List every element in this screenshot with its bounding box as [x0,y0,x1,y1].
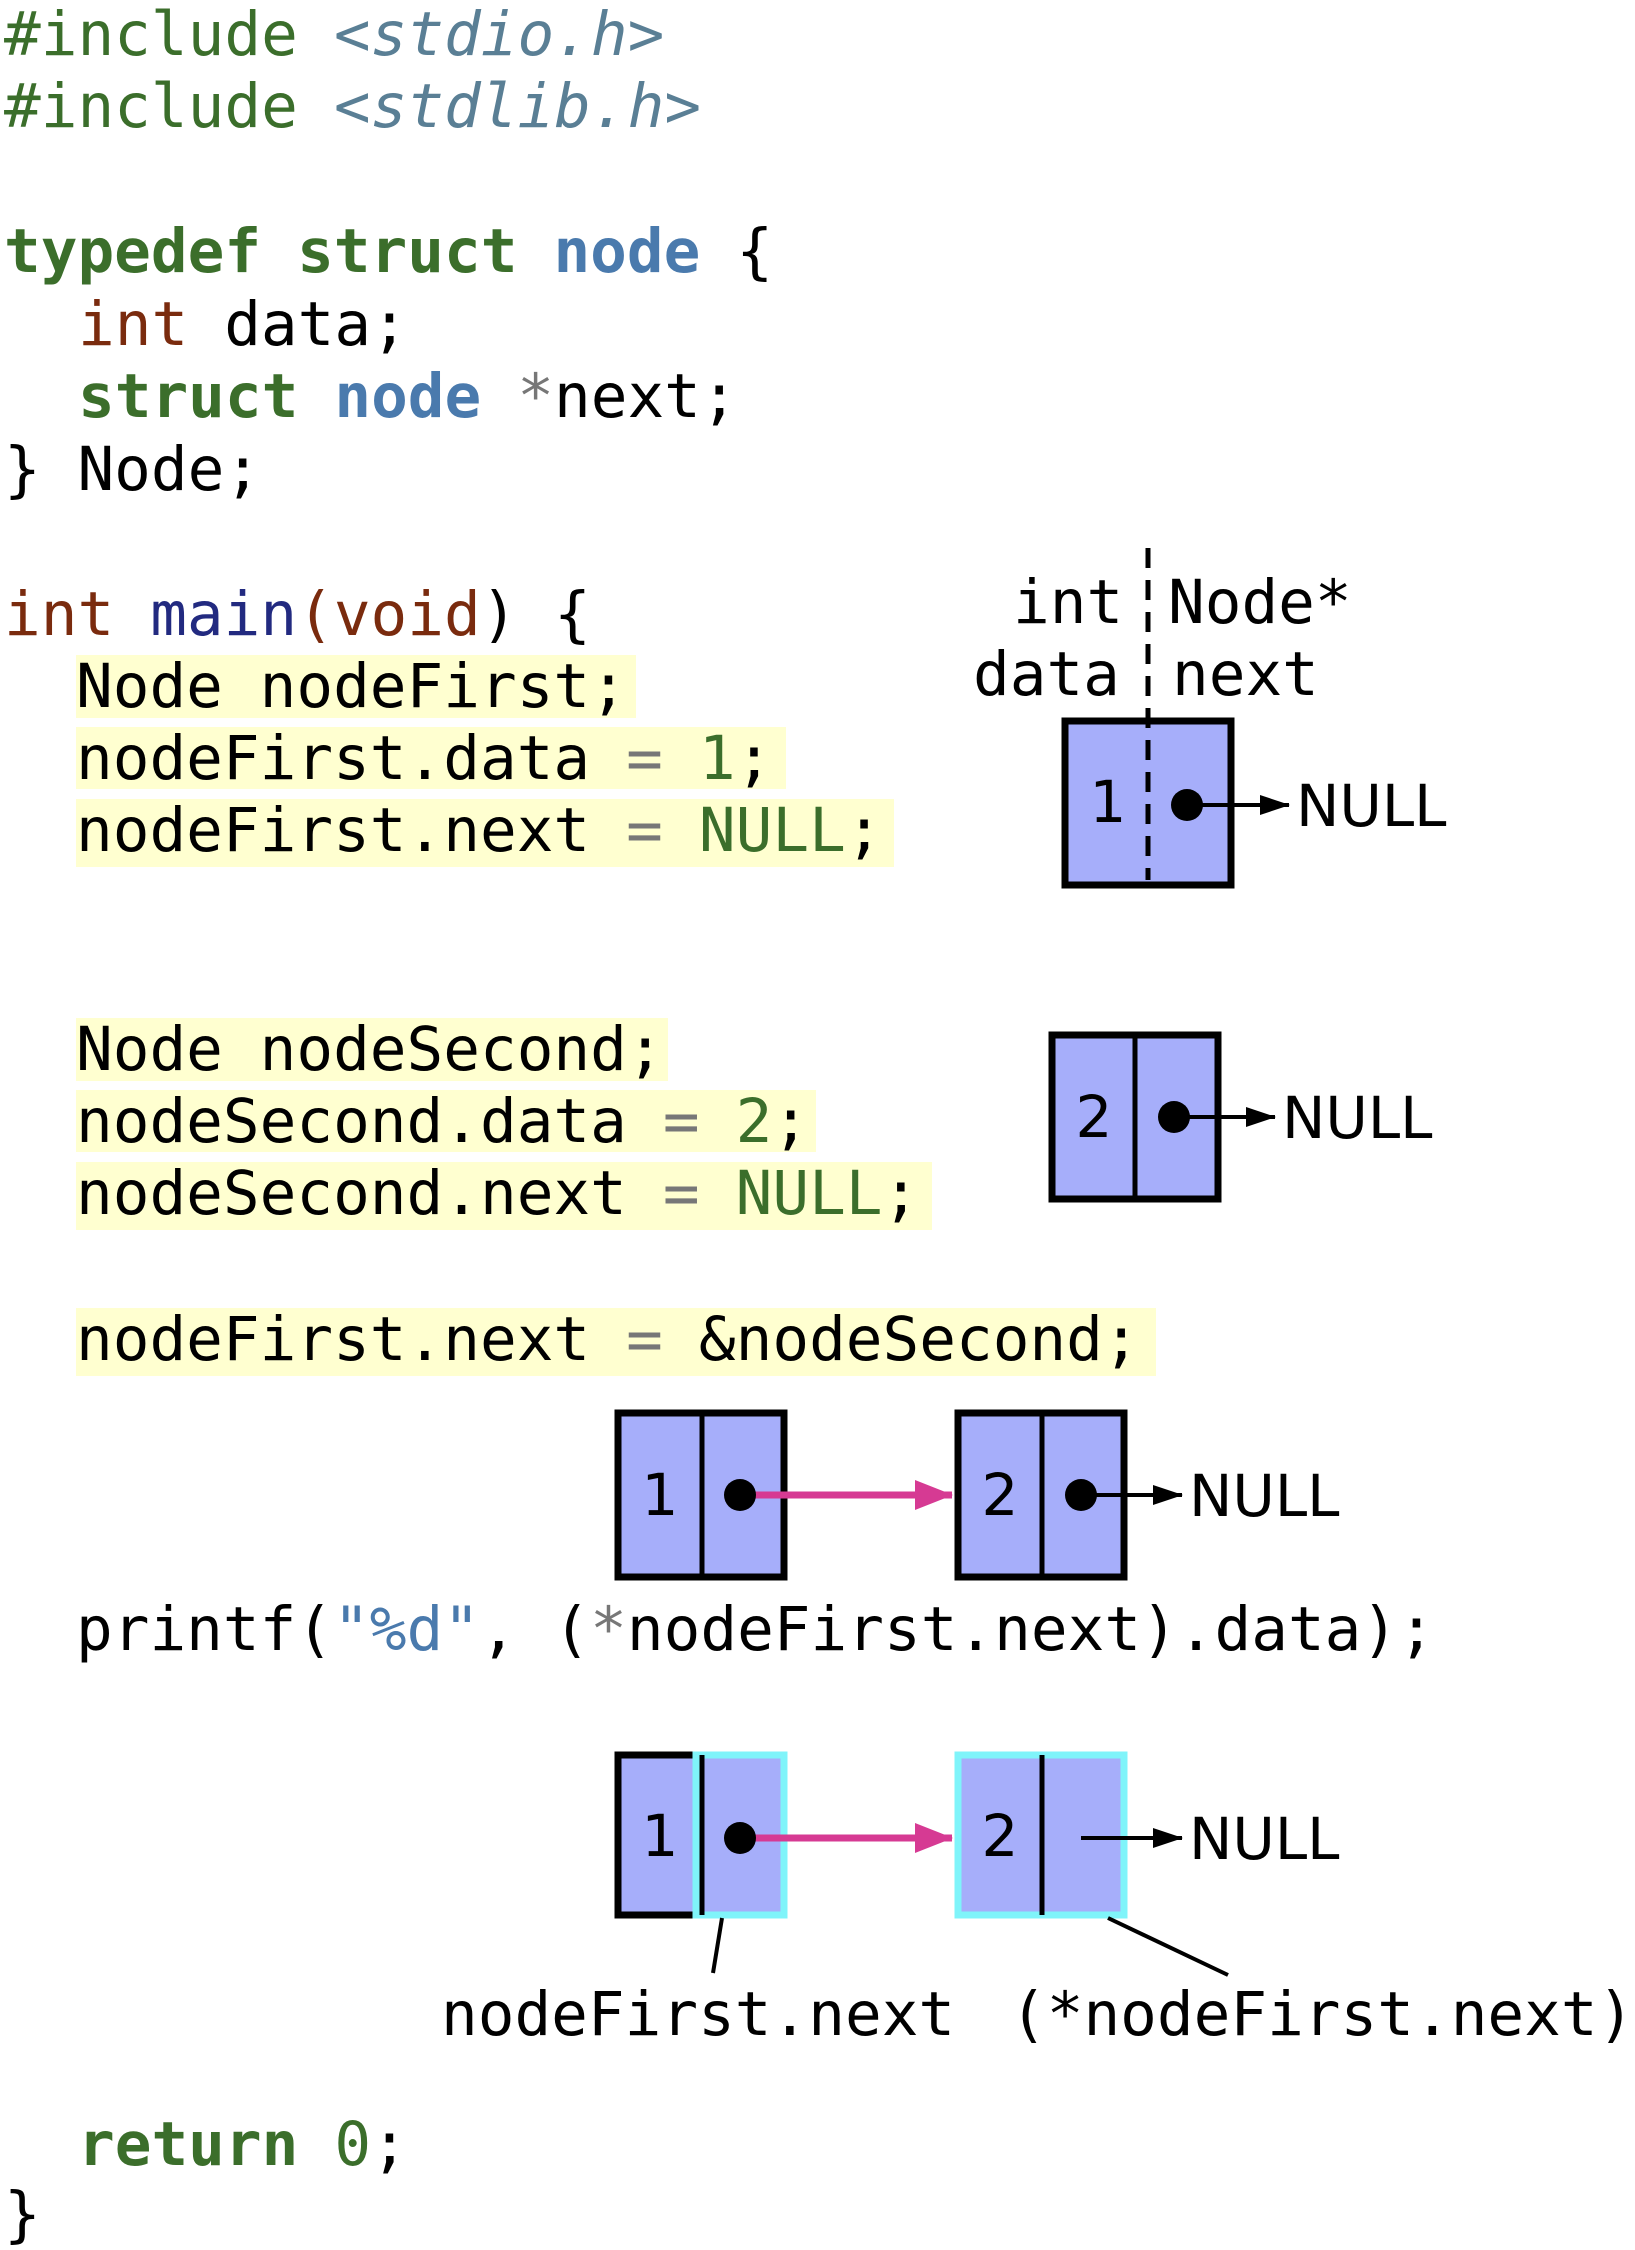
close-struct-line: } Node; [4,434,261,505]
node2-value: 2 [982,1802,1019,1870]
annotation-next: nodeFirst.next [441,1979,955,2050]
node2-value: 2 [982,1461,1019,1529]
code-highlights [76,655,1156,1376]
node-value: 2 [1076,1083,1113,1151]
null-label: NULL [1296,772,1446,840]
annotation-deref: (*nodeFirst.next) [1010,1979,1634,2050]
node1-value: 1 [642,1461,679,1529]
close-main-line: } [4,2179,41,2250]
null-label: NULL [1282,1084,1432,1152]
first-next-assign: nodeFirst.next=NULL; [76,795,883,866]
include-stdio-line: #include<stdio.h> [4,0,664,70]
first-data-assign: nodeFirst.data=1; [76,723,772,794]
node1-pointer-dot [724,1822,756,1854]
null-label: NULL [1189,1462,1339,1530]
node-first-decl: Node nodeFirst; [76,651,627,722]
diagram-node-first: int data Node* next 1 NULL [973,548,1446,889]
label-data: data [973,639,1120,710]
annotation-leader-deref [1107,1916,1229,1977]
diagram-dereference: 1 2 NULL nodeFirst.next (*nodeFirst.next… [441,1751,1634,2050]
node1-value: 1 [642,1802,679,1870]
include-stdlib-line: #include<stdlib.h> [4,71,701,142]
node-second-decl: Node nodeSecond; [76,1014,664,1085]
node-value: 1 [1090,768,1127,836]
annotation-leader-next [711,1917,724,1974]
diagram-linked-list: 1 2 NULL [614,1409,1339,1581]
link-assign: nodeFirst.next=&nodeSecond; [76,1304,1140,1375]
node1-pointer-dot [724,1479,756,1511]
second-next-assign: nodeSecond.next=NULL; [76,1158,919,1229]
label-nodeptr: Node* [1168,567,1352,638]
diagram-node-second: 2 NULL [1048,1031,1432,1203]
label-int: int [1013,567,1123,638]
label-next: next [1172,639,1319,710]
null-label: NULL [1189,1805,1339,1873]
printf-line: printf("%d", (*nodeFirst.next).data); [76,1594,1435,1665]
second-data-assign: nodeSecond.data=2; [76,1086,809,1157]
